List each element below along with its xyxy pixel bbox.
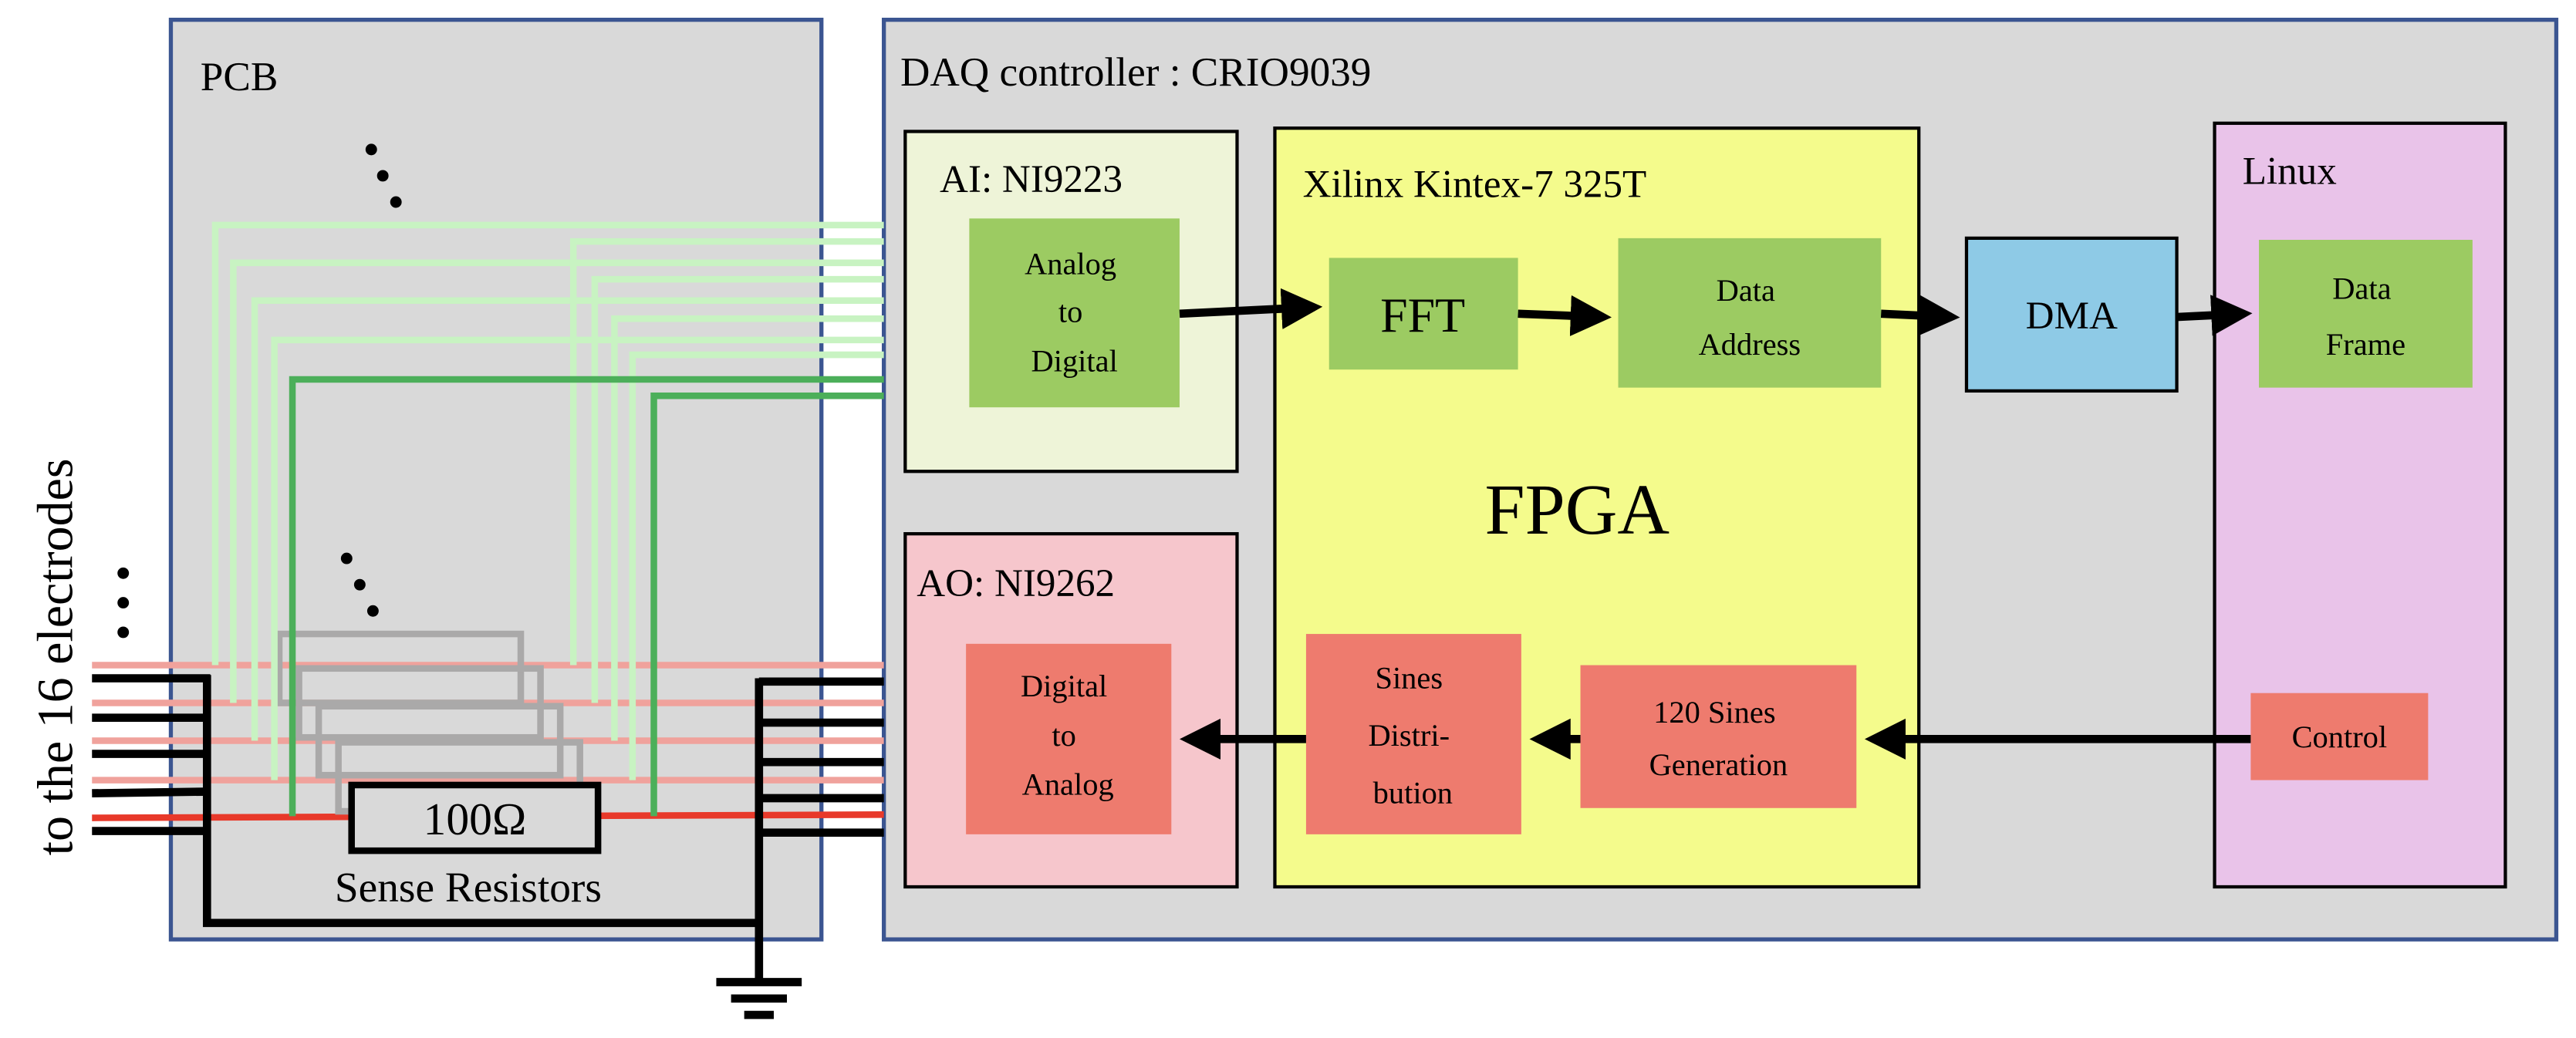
analog-to-digital-label: Analog to Digital: [1025, 247, 1124, 379]
sines-distribution-block: [1305, 634, 1521, 834]
digital-to-analog-block: [966, 643, 1172, 834]
linux-title: Linux: [2243, 150, 2337, 194]
arrow-fft-to-address: [1518, 295, 1612, 337]
resistor-caption: Sense Resistors: [335, 864, 602, 911]
fpga-title: Xilinx Kintex-7 325T: [1303, 163, 1647, 207]
sines-generation-label: 120 Sines Generation: [1649, 695, 1788, 782]
dma-label: DMA: [2026, 294, 2118, 338]
electrodes-label: to the 16 electrodes: [28, 458, 84, 855]
ground-symbol-icon: [716, 978, 802, 1019]
fpga-label: FPGA: [1485, 470, 1670, 550]
sense-resistor: [348, 781, 602, 854]
digital-to-analog-label: Digital to Analog: [1021, 669, 1115, 802]
ai-title: AI: NI9223: [940, 157, 1123, 201]
fft-block: [1329, 258, 1518, 370]
ellipsis-resistors: [340, 552, 379, 617]
ao-title: AO: NI9262: [917, 561, 1115, 605]
resistor-value: 100Ω: [424, 794, 527, 844]
data-address-label: Data Address: [1699, 273, 1801, 362]
ai-traces: [211, 221, 884, 817]
daq-title: DAQ controller : CRIO9039: [900, 49, 1371, 95]
sines-distribution-label: Sines Distri- bution: [1368, 660, 1457, 810]
arrow-address-to-dma: [1880, 295, 1960, 336]
ellipsis-top: [365, 143, 402, 208]
control-label: Control: [2292, 720, 2388, 754]
electrode-ellipsis: [117, 567, 130, 639]
data-frame-label: Data Frame: [2326, 271, 2406, 362]
fft-label: FFT: [1380, 288, 1465, 342]
ground-traces: [92, 674, 884, 981]
data-address-block: [1618, 238, 1882, 388]
arrow-adc-to-fft: [1179, 288, 1323, 329]
arrow-dma-to-frame: [2176, 295, 2253, 336]
data-flow-arrows: [1179, 288, 2253, 760]
dma-block: [1964, 236, 2179, 393]
analog-to-digital-block: [969, 218, 1180, 408]
data-frame-block: [2259, 239, 2473, 388]
control-block: [2250, 693, 2429, 780]
sines-generation-block: [1580, 665, 1857, 808]
pcb-title: PCB: [201, 54, 279, 99]
